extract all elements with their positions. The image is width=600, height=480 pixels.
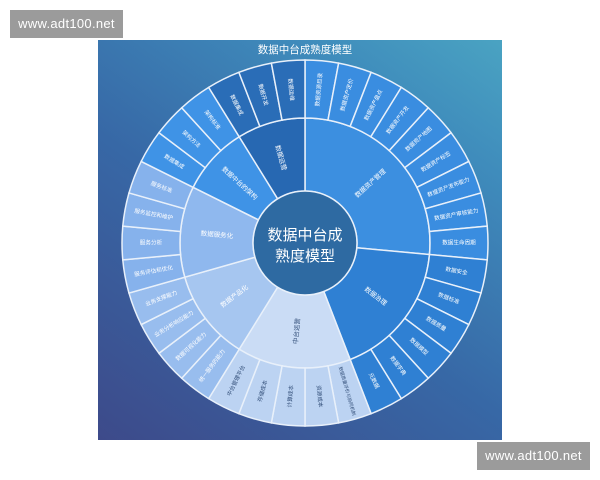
outer-segment-label: 数据资源目录 [313,72,324,107]
outer-segment-label: 计算成本 [285,384,295,407]
outer-segment-label: 服务分析 [140,239,163,247]
watermark-bottom-right: www.adt100.net [477,442,590,470]
outer-segment [270,59,306,122]
watermark-top-left: www.adt100.net [10,10,123,38]
outer-segment-label: 资源成本 [315,385,325,408]
center-title-line1: 数据中台成 [267,226,342,244]
diagram-title: 数据中台成熟度模型 [258,43,353,56]
center-circle [252,190,358,296]
outer-segment-label: 数据运维 [286,78,296,101]
center-title-line2: 熟度模型 [275,247,335,265]
inner-segment-label: 数据服务化 [200,228,234,240]
inner-segment-label: 中台运营 [291,317,302,344]
outer-segment-label: 数据生命周期 [442,239,476,247]
